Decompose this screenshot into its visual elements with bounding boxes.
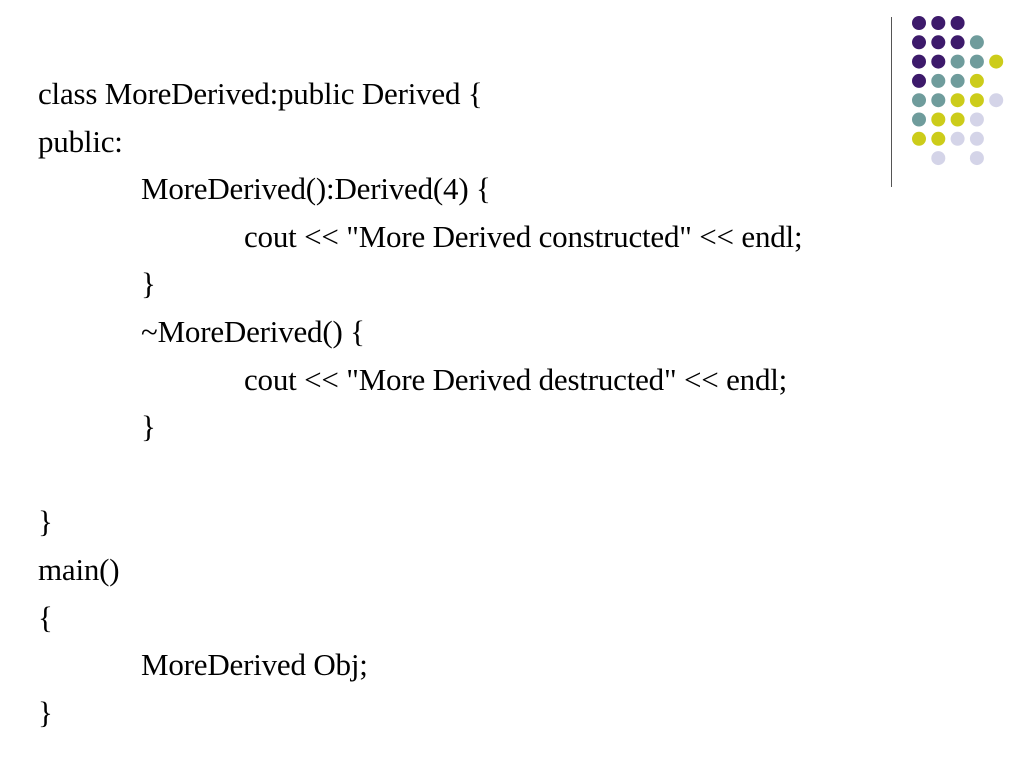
code-line: class MoreDerived:public Derived { <box>38 76 483 111</box>
code-line: cout << "More Derived constructed" << en… <box>244 218 803 254</box>
decor-dot-purple <box>912 73 926 88</box>
decor-dot-lavender <box>969 131 984 146</box>
decor-dot-purple <box>912 16 926 30</box>
decor-dot-lavender <box>969 112 984 127</box>
decor-dot-teal <box>950 54 965 69</box>
decor-dot-purple <box>931 16 946 30</box>
code-line: ~MoreDerived() { <box>141 313 365 349</box>
code-line: MoreDerived():Derived(4) { <box>141 171 491 207</box>
decor-dot-yellow <box>931 112 946 127</box>
decor-dot-teal <box>931 93 946 108</box>
code-line: { <box>38 599 53 635</box>
decor-dot-purple <box>950 16 965 30</box>
code-line: } <box>141 409 156 445</box>
decor-dot-yellow <box>950 93 965 108</box>
code-line: } <box>38 504 53 540</box>
decor-dot-yellow <box>950 112 965 127</box>
decor-dot-yellow <box>969 93 984 108</box>
decor-dot-purple <box>931 54 946 69</box>
decor-dot-purple <box>950 35 965 50</box>
decor-dot-yellow <box>912 131 926 146</box>
decor-dot-yellow <box>931 131 946 146</box>
code-line: main() <box>38 551 120 587</box>
decor-dot-lavender <box>989 93 1004 108</box>
decor-dot-teal <box>912 112 926 127</box>
dot-grid-ornament <box>912 16 1004 166</box>
decor-dot-teal <box>931 73 946 88</box>
code-block: class MoreDerived:public Derived { publi… <box>38 70 998 736</box>
decor-dot-teal <box>912 93 926 108</box>
decor-dot-lavender <box>969 151 984 166</box>
decor-dot-teal <box>969 35 984 50</box>
decor-dot-yellow <box>969 73 984 88</box>
decor-dot-purple <box>912 35 926 50</box>
decor-dot-lavender <box>931 151 946 166</box>
code-line: cout << "More Derived destructed" << end… <box>244 361 788 397</box>
decor-dot-teal <box>969 54 984 69</box>
code-line: } <box>141 266 156 302</box>
decor-dot-purple <box>912 54 926 69</box>
decor-dot-yellow <box>989 54 1004 69</box>
decor-dot-purple <box>931 35 946 50</box>
decor-dot-teal <box>950 73 965 88</box>
decor-dot-lavender <box>950 131 965 146</box>
code-line-blank <box>38 451 998 499</box>
code-line: MoreDerived Obj; <box>141 647 368 683</box>
code-line: } <box>38 694 53 730</box>
code-line: public: <box>38 123 123 159</box>
vertical-rule <box>891 17 892 187</box>
